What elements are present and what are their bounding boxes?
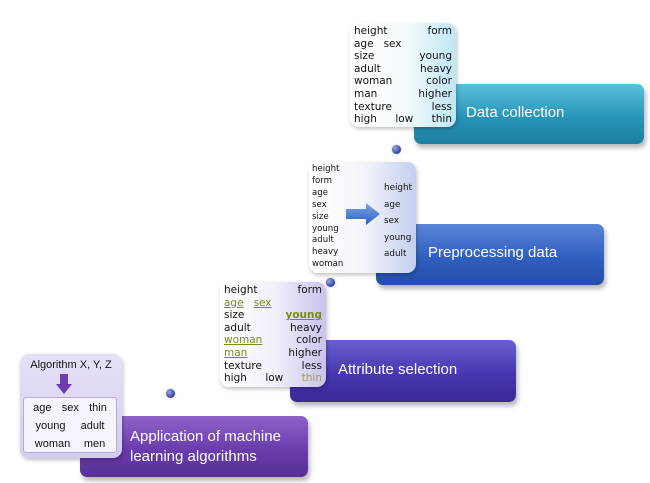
attribute-list-before: height form age sex size young adult hea… [312, 164, 344, 270]
connector-dot-2 [326, 278, 335, 287]
arrow-right-icon [346, 203, 380, 225]
step-label-preprocessing: Preprocessing data [428, 244, 558, 261]
step-label-application-2: learning algorithms [130, 448, 257, 465]
step-label-attribute-selection: Attribute selection [338, 361, 458, 378]
connector-dot-3 [392, 145, 401, 154]
step-label-application-1: Application of machine [130, 428, 281, 445]
arrow-down-icon [56, 374, 72, 394]
attribute-list-after: height age sex young adult [384, 183, 413, 259]
step-label-data-collection: Data collection [466, 104, 565, 121]
algorithm-title: Algorithm X, Y, Z [30, 359, 112, 371]
card-preprocessing: height form age sex size young adult hea… [309, 162, 416, 273]
step-attribute-selection: Attribute selection [290, 340, 516, 402]
connector-dot-1 [166, 389, 175, 398]
